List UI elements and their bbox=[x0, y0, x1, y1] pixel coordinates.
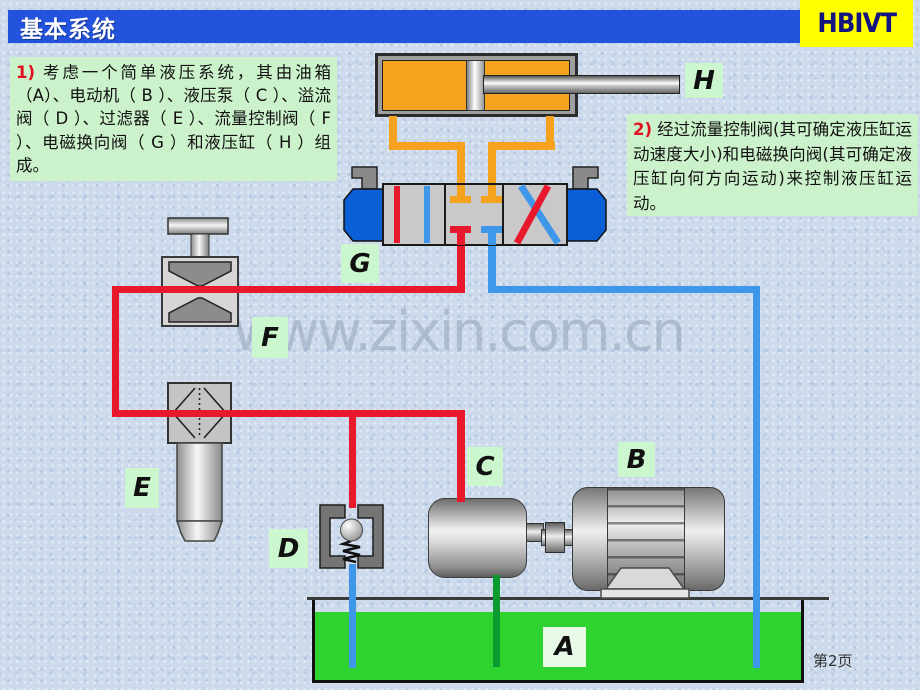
motor-foot bbox=[600, 567, 690, 599]
motor-endcap-right bbox=[684, 487, 725, 591]
label-tank: A bbox=[543, 627, 586, 667]
cylinder-pipe-segment bbox=[488, 142, 555, 150]
watermark: www.zixin.com.cn bbox=[233, 300, 686, 363]
pressure-pipe-segment bbox=[457, 243, 465, 293]
pressure-pipe-segment bbox=[112, 286, 465, 293]
valve-stem bbox=[190, 233, 210, 259]
logo-text: HBIVT bbox=[817, 8, 897, 39]
solenoid-right bbox=[565, 188, 607, 242]
motor-coupling bbox=[545, 522, 565, 553]
relief-bracket-left bbox=[319, 504, 346, 569]
valve-tab-right bbox=[572, 166, 599, 190]
relief-bracket-right bbox=[357, 504, 384, 569]
valve-cross-blue bbox=[518, 184, 561, 245]
pressure-pipe-segment bbox=[349, 410, 356, 508]
page-number: 第2页 bbox=[813, 652, 853, 670]
solenoid-left bbox=[343, 188, 385, 242]
valve-knob bbox=[167, 217, 229, 235]
cylinder-pipe-segment bbox=[389, 116, 397, 149]
filter bbox=[167, 382, 232, 542]
relief-valve bbox=[319, 504, 384, 569]
directional-valve bbox=[343, 166, 607, 246]
return-pipe-segment bbox=[753, 286, 760, 668]
pressure-pipe-segment bbox=[112, 410, 465, 417]
pump-body bbox=[428, 498, 527, 578]
note-1-text: 考虑一个简单液压系统，其由油箱（A）、电动机（ B ）、液压泵（ C ）、溢流阀… bbox=[16, 63, 331, 175]
label-motor: B bbox=[618, 442, 655, 477]
logo-box: HBIVT bbox=[800, 0, 913, 47]
filter-tip bbox=[175, 520, 224, 542]
cylinder-pipe-segment bbox=[389, 142, 465, 150]
suction-pipe-segment bbox=[493, 575, 500, 667]
label-pump: C bbox=[467, 447, 503, 486]
label-filter: E bbox=[125, 468, 159, 508]
valve-cross-red bbox=[513, 184, 552, 245]
label-directional-valve: G bbox=[341, 244, 379, 283]
note-2-text: 经过流量控制阀(其可确定液压缸运动速度大小)和电磁换向阀(其可确定液压缸向何方向… bbox=[633, 120, 912, 213]
return-pipe-segment bbox=[488, 243, 496, 293]
oil-tank bbox=[312, 600, 804, 683]
relief-ball bbox=[340, 518, 363, 542]
label-cylinder: H bbox=[685, 63, 723, 98]
filter-bowl bbox=[176, 442, 223, 522]
note-2-number: 2) bbox=[633, 120, 653, 139]
pressure-pipe-segment bbox=[112, 286, 119, 417]
return-pipe-segment bbox=[488, 286, 760, 293]
note-1-number: 1) bbox=[16, 63, 36, 82]
cylinder-rod bbox=[483, 75, 680, 94]
cylinder-pipe-segment bbox=[488, 142, 496, 186]
label-flow-control-valve: F bbox=[252, 317, 288, 358]
relief-spring bbox=[338, 539, 361, 564]
flow-control-valve bbox=[161, 217, 239, 327]
note-2: 2)经过流量控制阀(其可确定液压缸运动速度大小)和电磁换向阀(其可确定液压缸向何… bbox=[627, 114, 918, 216]
cylinder-pipe-segment bbox=[457, 142, 465, 186]
label-relief-valve: D bbox=[269, 529, 308, 568]
cylinder-pipe-segment bbox=[546, 116, 554, 149]
return-pipe-segment bbox=[349, 564, 356, 668]
title-bar: 基本系统 bbox=[8, 10, 800, 43]
tank-rim-line bbox=[307, 597, 829, 600]
page-title: 基本系统 bbox=[20, 16, 116, 43]
throttle-wedge-bottom bbox=[168, 297, 232, 323]
valve-tab-left bbox=[351, 166, 378, 190]
note-1: 1)考虑一个简单液压系统，其由油箱（A）、电动机（ B ）、液压泵（ C ）、溢… bbox=[10, 57, 337, 181]
pressure-pipe-segment bbox=[457, 410, 465, 502]
